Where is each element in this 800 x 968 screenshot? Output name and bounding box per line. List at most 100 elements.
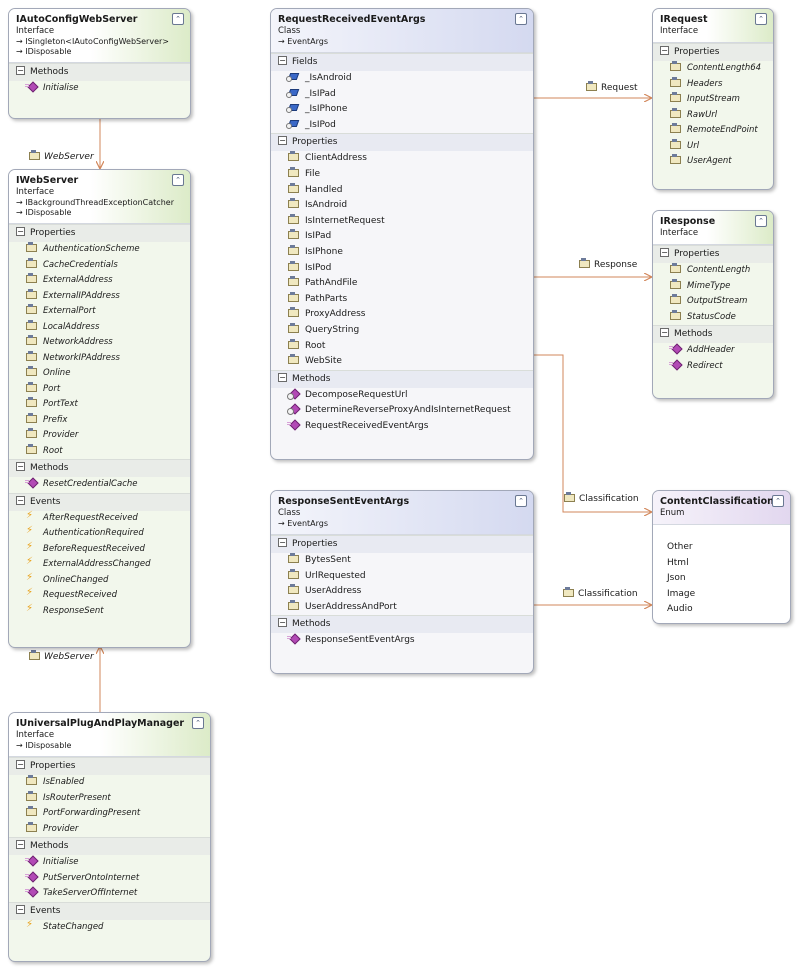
member-row[interactable]: _IsIPhone <box>271 102 533 118</box>
member-row[interactable]: PortForwardingPresent <box>9 806 210 822</box>
member-row[interactable]: Online <box>9 366 190 382</box>
member-row[interactable]: _IsIPad <box>271 87 533 103</box>
member-row[interactable]: UserAgent <box>653 154 773 170</box>
member-row[interactable]: _IsIPod <box>271 118 533 134</box>
section-header-events[interactable]: −Events <box>9 492 190 511</box>
member-row[interactable]: CacheCredentials <box>9 257 190 274</box>
member-row[interactable]: UserAddress <box>271 584 533 600</box>
collapse-toggle-icon[interactable]: − <box>16 840 25 849</box>
section-header-properties[interactable]: −Properties <box>9 757 210 775</box>
member-row[interactable]: RequestReceived <box>9 585 190 604</box>
member-row[interactable]: Handled <box>271 182 533 199</box>
member-row[interactable]: File <box>271 166 533 183</box>
member-row[interactable]: NetworkAddress <box>9 335 190 351</box>
member-row[interactable]: AuthenticationRequired <box>9 523 190 542</box>
member-row[interactable]: ExternalPort <box>9 304 190 320</box>
member-row[interactable]: DecomposeRequestUrl <box>271 388 533 404</box>
member-row[interactable]: PortText <box>9 397 190 413</box>
section-header-methods[interactable]: −Methods <box>9 63 190 81</box>
member-row[interactable]: _IsAndroid <box>271 71 533 87</box>
collapse-chevron-icon[interactable]: ⌃ <box>755 13 767 25</box>
collapse-toggle-icon[interactable]: − <box>16 227 25 236</box>
member-row[interactable]: RawUrl <box>653 107 773 124</box>
section-header-methods[interactable]: −Methods <box>9 459 190 477</box>
collapse-chevron-icon[interactable]: ⌃ <box>172 13 184 25</box>
section-header-properties[interactable]: −Properties <box>271 133 533 152</box>
section-header-properties[interactable]: −Properties <box>271 535 533 553</box>
collapse-chevron-icon[interactable]: ⌃ <box>192 717 204 729</box>
collapse-toggle-icon[interactable]: − <box>16 495 25 505</box>
member-row[interactable]: RequestReceivedEventArgs <box>271 419 533 435</box>
member-row[interactable]: ContentLength <box>653 263 773 279</box>
member-row[interactable]: StatusCode <box>653 309 773 326</box>
member-row[interactable]: UserAddressAndPort <box>271 599 533 616</box>
section-header-methods[interactable]: −Methods <box>271 369 533 388</box>
member-row[interactable]: ClientAddress <box>271 151 533 167</box>
collapse-toggle-icon[interactable]: − <box>16 904 25 914</box>
section-header-properties[interactable]: −Properties <box>9 224 190 242</box>
member-row[interactable]: ResetCredentialCache <box>9 477 190 493</box>
member-row[interactable]: AddHeader <box>653 343 773 359</box>
member-row[interactable]: LocalAddress <box>9 319 190 336</box>
collapse-toggle-icon[interactable]: − <box>16 760 25 769</box>
member-row[interactable]: IsIPhone <box>271 244 533 261</box>
member-row[interactable]: AfterRequestReceived <box>9 508 190 527</box>
section-header-fields[interactable]: −Fields <box>271 53 533 71</box>
member-row[interactable]: TakeServerOffInternet <box>9 886 210 902</box>
member-row[interactable]: Provider <box>9 428 190 444</box>
member-row[interactable]: IsIPod <box>271 260 533 277</box>
collapse-chevron-icon[interactable]: ⌃ <box>515 495 527 507</box>
section-header-properties[interactable]: −Properties <box>653 245 773 263</box>
collapse-chevron-icon[interactable]: ⌃ <box>755 215 767 227</box>
member-row[interactable]: BytesSent <box>271 553 533 569</box>
member-row[interactable]: Url <box>653 138 773 155</box>
section-header-methods[interactable]: −Methods <box>271 615 533 634</box>
member-row[interactable]: ResponseSent <box>9 601 190 620</box>
member-row[interactable]: ResponseSentEventArgs <box>271 633 533 649</box>
member-row[interactable]: Port <box>9 381 190 398</box>
member-row[interactable]: Headers <box>653 76 773 93</box>
section-header-events[interactable]: −Events <box>9 901 210 920</box>
member-row[interactable]: Initialise <box>9 855 210 871</box>
collapse-toggle-icon[interactable]: − <box>660 328 669 337</box>
member-row[interactable]: PutServerOntoInternet <box>9 871 210 887</box>
member-row[interactable]: Root <box>9 443 190 460</box>
member-row[interactable]: AuthenticationScheme <box>9 242 190 258</box>
collapse-toggle-icon[interactable]: − <box>16 462 25 471</box>
member-row[interactable]: Initialise <box>9 81 190 97</box>
member-row[interactable]: InputStream <box>653 92 773 108</box>
member-row[interactable]: PathParts <box>271 291 533 308</box>
collapse-toggle-icon[interactable]: − <box>278 538 287 547</box>
collapse-toggle-icon[interactable]: − <box>278 136 287 146</box>
collapse-toggle-icon[interactable]: − <box>660 46 669 55</box>
member-row[interactable]: NetworkIPAddress <box>9 350 190 367</box>
collapse-toggle-icon[interactable]: − <box>278 56 287 65</box>
member-row[interactable]: ExternalIPAddress <box>9 288 190 305</box>
member-row[interactable]: Provider <box>9 821 210 838</box>
member-row[interactable]: UrlRequested <box>271 568 533 585</box>
member-row[interactable]: OutputStream <box>653 294 773 310</box>
member-row[interactable]: Prefix <box>9 412 190 429</box>
member-row[interactable]: PathAndFile <box>271 276 533 292</box>
member-row[interactable]: BeforeRequestReceived <box>9 539 190 558</box>
member-row[interactable]: OnlineChanged <box>9 570 190 589</box>
member-row[interactable]: ContentLength64 <box>653 61 773 77</box>
member-row[interactable]: IsInternetRequest <box>271 213 533 230</box>
member-row[interactable]: ProxyAddress <box>271 307 533 323</box>
section-header-methods[interactable]: −Methods <box>9 837 210 855</box>
member-row[interactable]: IsEnabled <box>9 775 210 791</box>
member-row[interactable]: ExternalAddress <box>9 273 190 289</box>
member-row[interactable]: IsRouterPresent <box>9 790 210 807</box>
member-row[interactable]: Root <box>271 338 533 355</box>
collapse-toggle-icon[interactable]: − <box>278 372 287 382</box>
collapse-toggle-icon[interactable]: − <box>660 248 669 257</box>
section-header-methods[interactable]: −Methods <box>653 325 773 343</box>
collapse-toggle-icon[interactable]: − <box>16 66 25 75</box>
member-row[interactable]: QueryString <box>271 322 533 339</box>
